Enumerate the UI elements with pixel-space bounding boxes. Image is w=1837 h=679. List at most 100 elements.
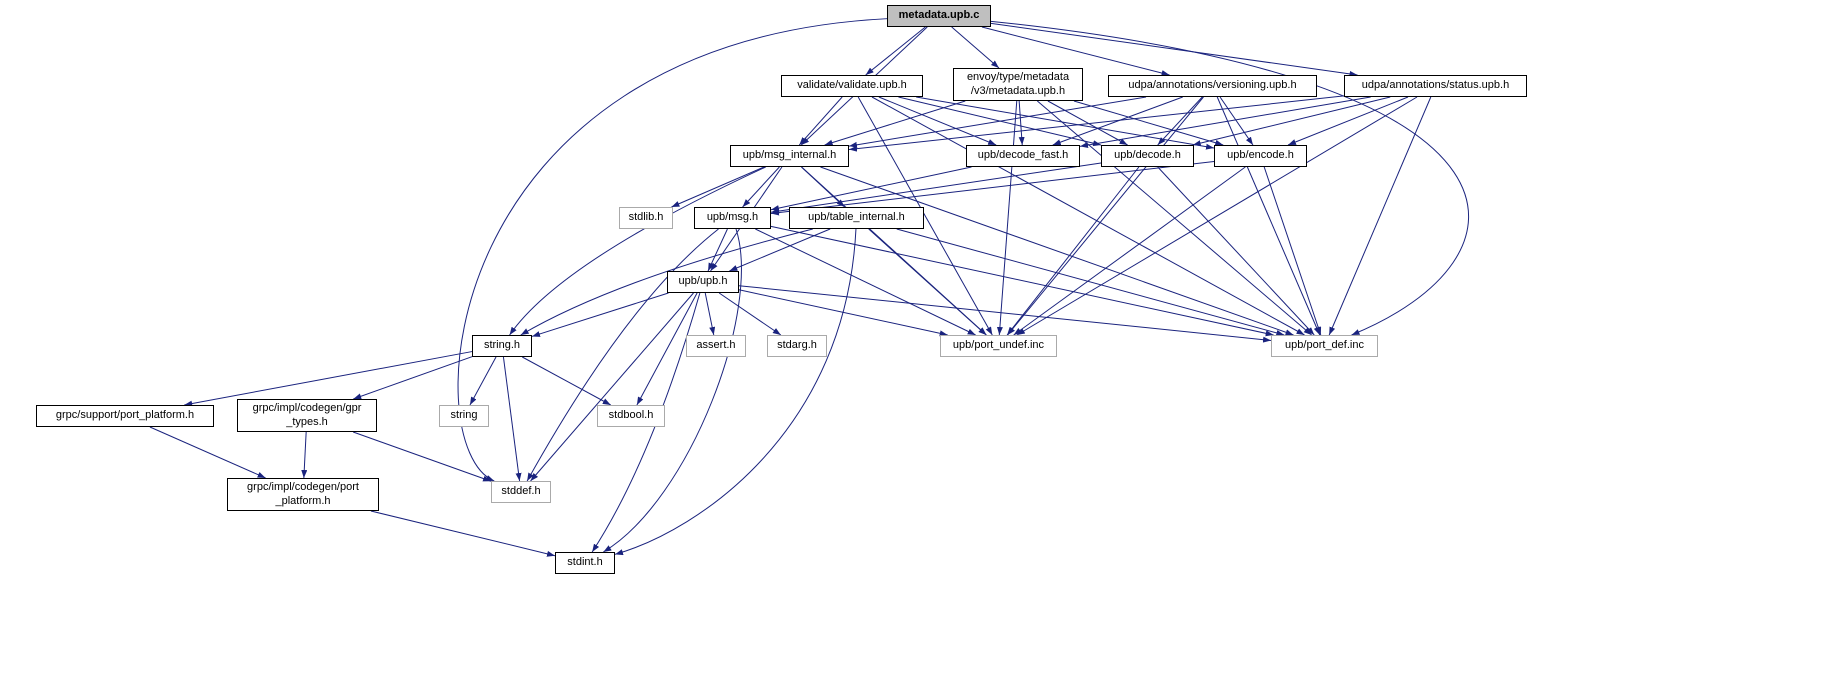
node-msg_h[interactable]: upb/msg.h — [694, 207, 771, 229]
edge-envoy_metadata_upb_h--decode_h — [1047, 100, 1128, 146]
edge-upb_h--stdarg_h — [718, 292, 782, 336]
node-label: metadata.upb.c — [898, 9, 980, 22]
edge-msg_h--port_undef_inc — [755, 228, 976, 336]
edge-versioning_upb_h--port_undef_inc — [1007, 96, 1204, 336]
edge-versioning_upb_h--msg_internal_h — [848, 96, 1147, 148]
node-metadata_upb_c[interactable]: metadata.upb.c — [887, 5, 991, 27]
node-stdlib_h: stdlib.h — [619, 207, 673, 229]
edge-msg_h--upb_h — [707, 228, 728, 272]
node-support_port_platform_h[interactable]: grpc/support/port_platform.h — [36, 405, 214, 427]
edge-metadata_upb_c--port_def_inc — [990, 20, 1470, 336]
edge-metadata_upb_c--envoy_metadata_upb_h — [951, 26, 1000, 69]
node-label: assert.h — [696, 339, 736, 352]
node-table_internal_h[interactable]: upb/table_internal.h — [789, 207, 924, 229]
edge-envoy_metadata_upb_h--msg_internal_h — [824, 100, 966, 146]
edge-upb_h--port_undef_inc — [738, 289, 948, 337]
edge-upb_h--port_def_inc — [738, 285, 1272, 343]
node-label: upb/encode.h — [1227, 149, 1294, 162]
node-label: udpa/annotations/status.upb.h — [1361, 79, 1510, 92]
node-gpr_types_h[interactable]: grpc/impl/codegen/gpr_types.h — [237, 399, 377, 432]
edge-metadata_upb_c--status_upb_h — [990, 22, 1358, 77]
node-msg_internal_h[interactable]: upb/msg_internal.h — [730, 145, 849, 167]
edge-metadata_upb_c--versioning_upb_h — [981, 26, 1170, 76]
edge-versioning_upb_h--encode_h — [1219, 96, 1254, 146]
node-label: stdint.h — [567, 556, 603, 569]
edge-string_h--stdbool_h — [522, 356, 611, 406]
edge-upb_h--assert_h — [704, 292, 716, 336]
node-label: _types.h — [286, 415, 328, 428]
edge-envoy_metadata_upb_h--encode_h — [1073, 100, 1224, 146]
edge-decode_h--port_def_inc — [1157, 166, 1315, 336]
node-label: stdbool.h — [608, 409, 654, 422]
node-label: stddef.h — [501, 485, 541, 498]
edge-decode_h--port_undef_inc — [1006, 166, 1140, 336]
edge-msg_internal_h--port_def_inc — [820, 166, 1294, 336]
edge-string_h--stddef_h — [502, 356, 522, 482]
node-decode_h[interactable]: upb/decode.h — [1101, 145, 1194, 167]
node-stddef_h: stddef.h — [491, 481, 551, 503]
edge-msg_h--stddef_h — [526, 228, 719, 482]
node-label: upb/msg.h — [706, 211, 759, 224]
edge-envoy_metadata_upb_h--decode_fast_h — [1018, 100, 1025, 146]
edge-encode_h--msg_h — [770, 160, 1215, 216]
edge-status_upb_h--decode_h — [1192, 96, 1391, 147]
node-envoy_metadata_upb_h[interactable]: envoy/type/metadata/v3/metadata.upb.h — [953, 68, 1083, 101]
node-label: string — [450, 409, 478, 422]
node-label: upb/port_undef.inc — [952, 339, 1045, 352]
edge-versioning_upb_h--decode_fast_h — [1052, 96, 1183, 146]
edge-decode_h--msg_h — [770, 162, 1102, 215]
node-stdint_h[interactable]: stdint.h — [555, 552, 615, 574]
node-versioning_upb_h[interactable]: udpa/annotations/versioning.upb.h — [1108, 75, 1317, 97]
edge-upb_h--stdbool_h — [636, 292, 698, 406]
edge-string_h--gpr_types_h — [353, 356, 473, 400]
node-string_h[interactable]: string.h — [472, 335, 532, 357]
edge-status_upb_h--decode_fast_h — [1079, 96, 1371, 148]
node-label: string.h — [483, 339, 521, 352]
edge-versioning_upb_h--port_def_inc — [1216, 96, 1321, 336]
edge-upb_h--string_h — [531, 292, 669, 337]
edge-table_internal_h--port_def_inc — [896, 228, 1285, 336]
edge-msg_internal_h--msg_h — [742, 166, 780, 208]
edge-string_h--support_port_platform_h — [184, 351, 473, 407]
node-label: stdarg.h — [777, 339, 817, 352]
edge-validate_upb_h--port_def_inc — [871, 96, 1305, 336]
edge-status_upb_h--encode_h — [1287, 96, 1409, 146]
edge-table_internal_h--port_undef_inc — [868, 228, 987, 336]
edge-envoy_metadata_upb_h--port_undef_inc — [996, 100, 1018, 336]
node-upb_h[interactable]: upb/upb.h — [667, 271, 739, 293]
node-label: upb/decode_fast.h — [977, 149, 1069, 162]
node-label: udpa/annotations/versioning.upb.h — [1128, 79, 1297, 92]
edge-status_upb_h--port_undef_inc — [1016, 96, 1418, 336]
node-codegen_port_platform_h[interactable]: grpc/impl/codegen/port_platform.h — [227, 478, 379, 511]
edge-table_internal_h--stdint_h — [614, 228, 857, 556]
node-label: /v3/metadata.upb.h — [970, 84, 1066, 97]
edge-decode_fast_h--msg_h — [770, 166, 972, 212]
edge-gpr_types_h--codegen_port_platform_h — [301, 431, 308, 479]
node-label: upb/upb.h — [678, 275, 728, 288]
edge-gpr_types_h--stddef_h — [352, 431, 492, 482]
edge-msg_h--port_def_inc — [770, 225, 1274, 337]
node-string_cpp: string — [439, 405, 489, 427]
node-validate_upb_h[interactable]: validate/validate.upb.h — [781, 75, 923, 97]
edge-table_internal_h--string_h — [520, 228, 813, 336]
node-status_upb_h[interactable]: udpa/annotations/status.upb.h — [1344, 75, 1527, 97]
node-encode_h[interactable]: upb/encode.h — [1214, 145, 1307, 167]
edge-status_upb_h--port_def_inc — [1328, 96, 1432, 336]
edge-validate_upb_h--decode_fast_h — [878, 96, 997, 146]
node-decode_fast_h[interactable]: upb/decode_fast.h — [966, 145, 1080, 167]
node-label: grpc/impl/codegen/port — [247, 481, 359, 494]
edge-msg_internal_h--stdlib_h — [671, 166, 765, 208]
edge-table_internal_h--upb_h — [729, 228, 831, 272]
edge-support_port_platform_h--codegen_port_platform_h — [149, 426, 266, 479]
edge-status_upb_h--msg_internal_h — [848, 95, 1345, 152]
node-stdarg_h: stdarg.h — [767, 335, 827, 357]
edge-upb_h--stddef_h — [530, 292, 694, 482]
edge-string_h--string_cpp — [469, 356, 497, 406]
node-label: _platform.h — [275, 494, 331, 507]
node-assert_h: assert.h — [686, 335, 746, 357]
node-label: validate/validate.upb.h — [797, 79, 907, 92]
edge-metadata_upb_c--stddef_h — [457, 18, 888, 482]
edge-msg_internal_h--string_h — [509, 166, 766, 336]
